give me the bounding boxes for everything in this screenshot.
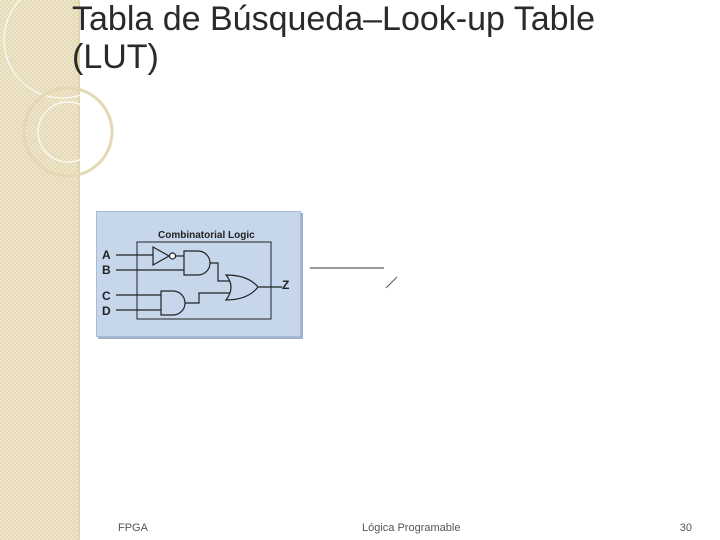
combinatorial-logic-diagram: Combinatorial Logic A B C D Z bbox=[102, 230, 289, 320]
slide-title-line-2: (LUT) bbox=[72, 38, 159, 76]
logic-box bbox=[136, 241, 272, 320]
decorative-side-band bbox=[0, 0, 78, 540]
logic-box-title: Combinatorial Logic bbox=[158, 230, 255, 241]
slide-title: Tabla de Búsqueda–Look-up Table (LUT) bbox=[72, 0, 702, 76]
output-label-z: Z bbox=[282, 278, 289, 292]
and-gate-bottom bbox=[160, 290, 186, 316]
not-gate bbox=[152, 245, 177, 267]
input-label-b: B bbox=[102, 263, 111, 277]
input-label-c: C bbox=[102, 289, 111, 303]
connector-lines bbox=[310, 267, 398, 289]
side-band-edge bbox=[78, 0, 80, 540]
or-gate bbox=[224, 274, 259, 301]
page-number: 30 bbox=[679, 522, 692, 534]
input-label-d: D bbox=[102, 304, 111, 318]
wire-and1-to-or bbox=[210, 262, 231, 282]
footer-left-text: FPGA bbox=[118, 522, 148, 534]
slide-title-line-1: Tabla de Búsqueda–Look-up Table bbox=[72, 0, 596, 38]
input-label-a: A bbox=[102, 248, 111, 262]
footer-center-text: Lógica Programable bbox=[362, 522, 461, 534]
decorative-circles bbox=[3, 0, 121, 178]
connector-diagonal bbox=[385, 276, 398, 289]
and-gate-top bbox=[183, 250, 211, 276]
wire-and2-to-or bbox=[185, 292, 231, 304]
